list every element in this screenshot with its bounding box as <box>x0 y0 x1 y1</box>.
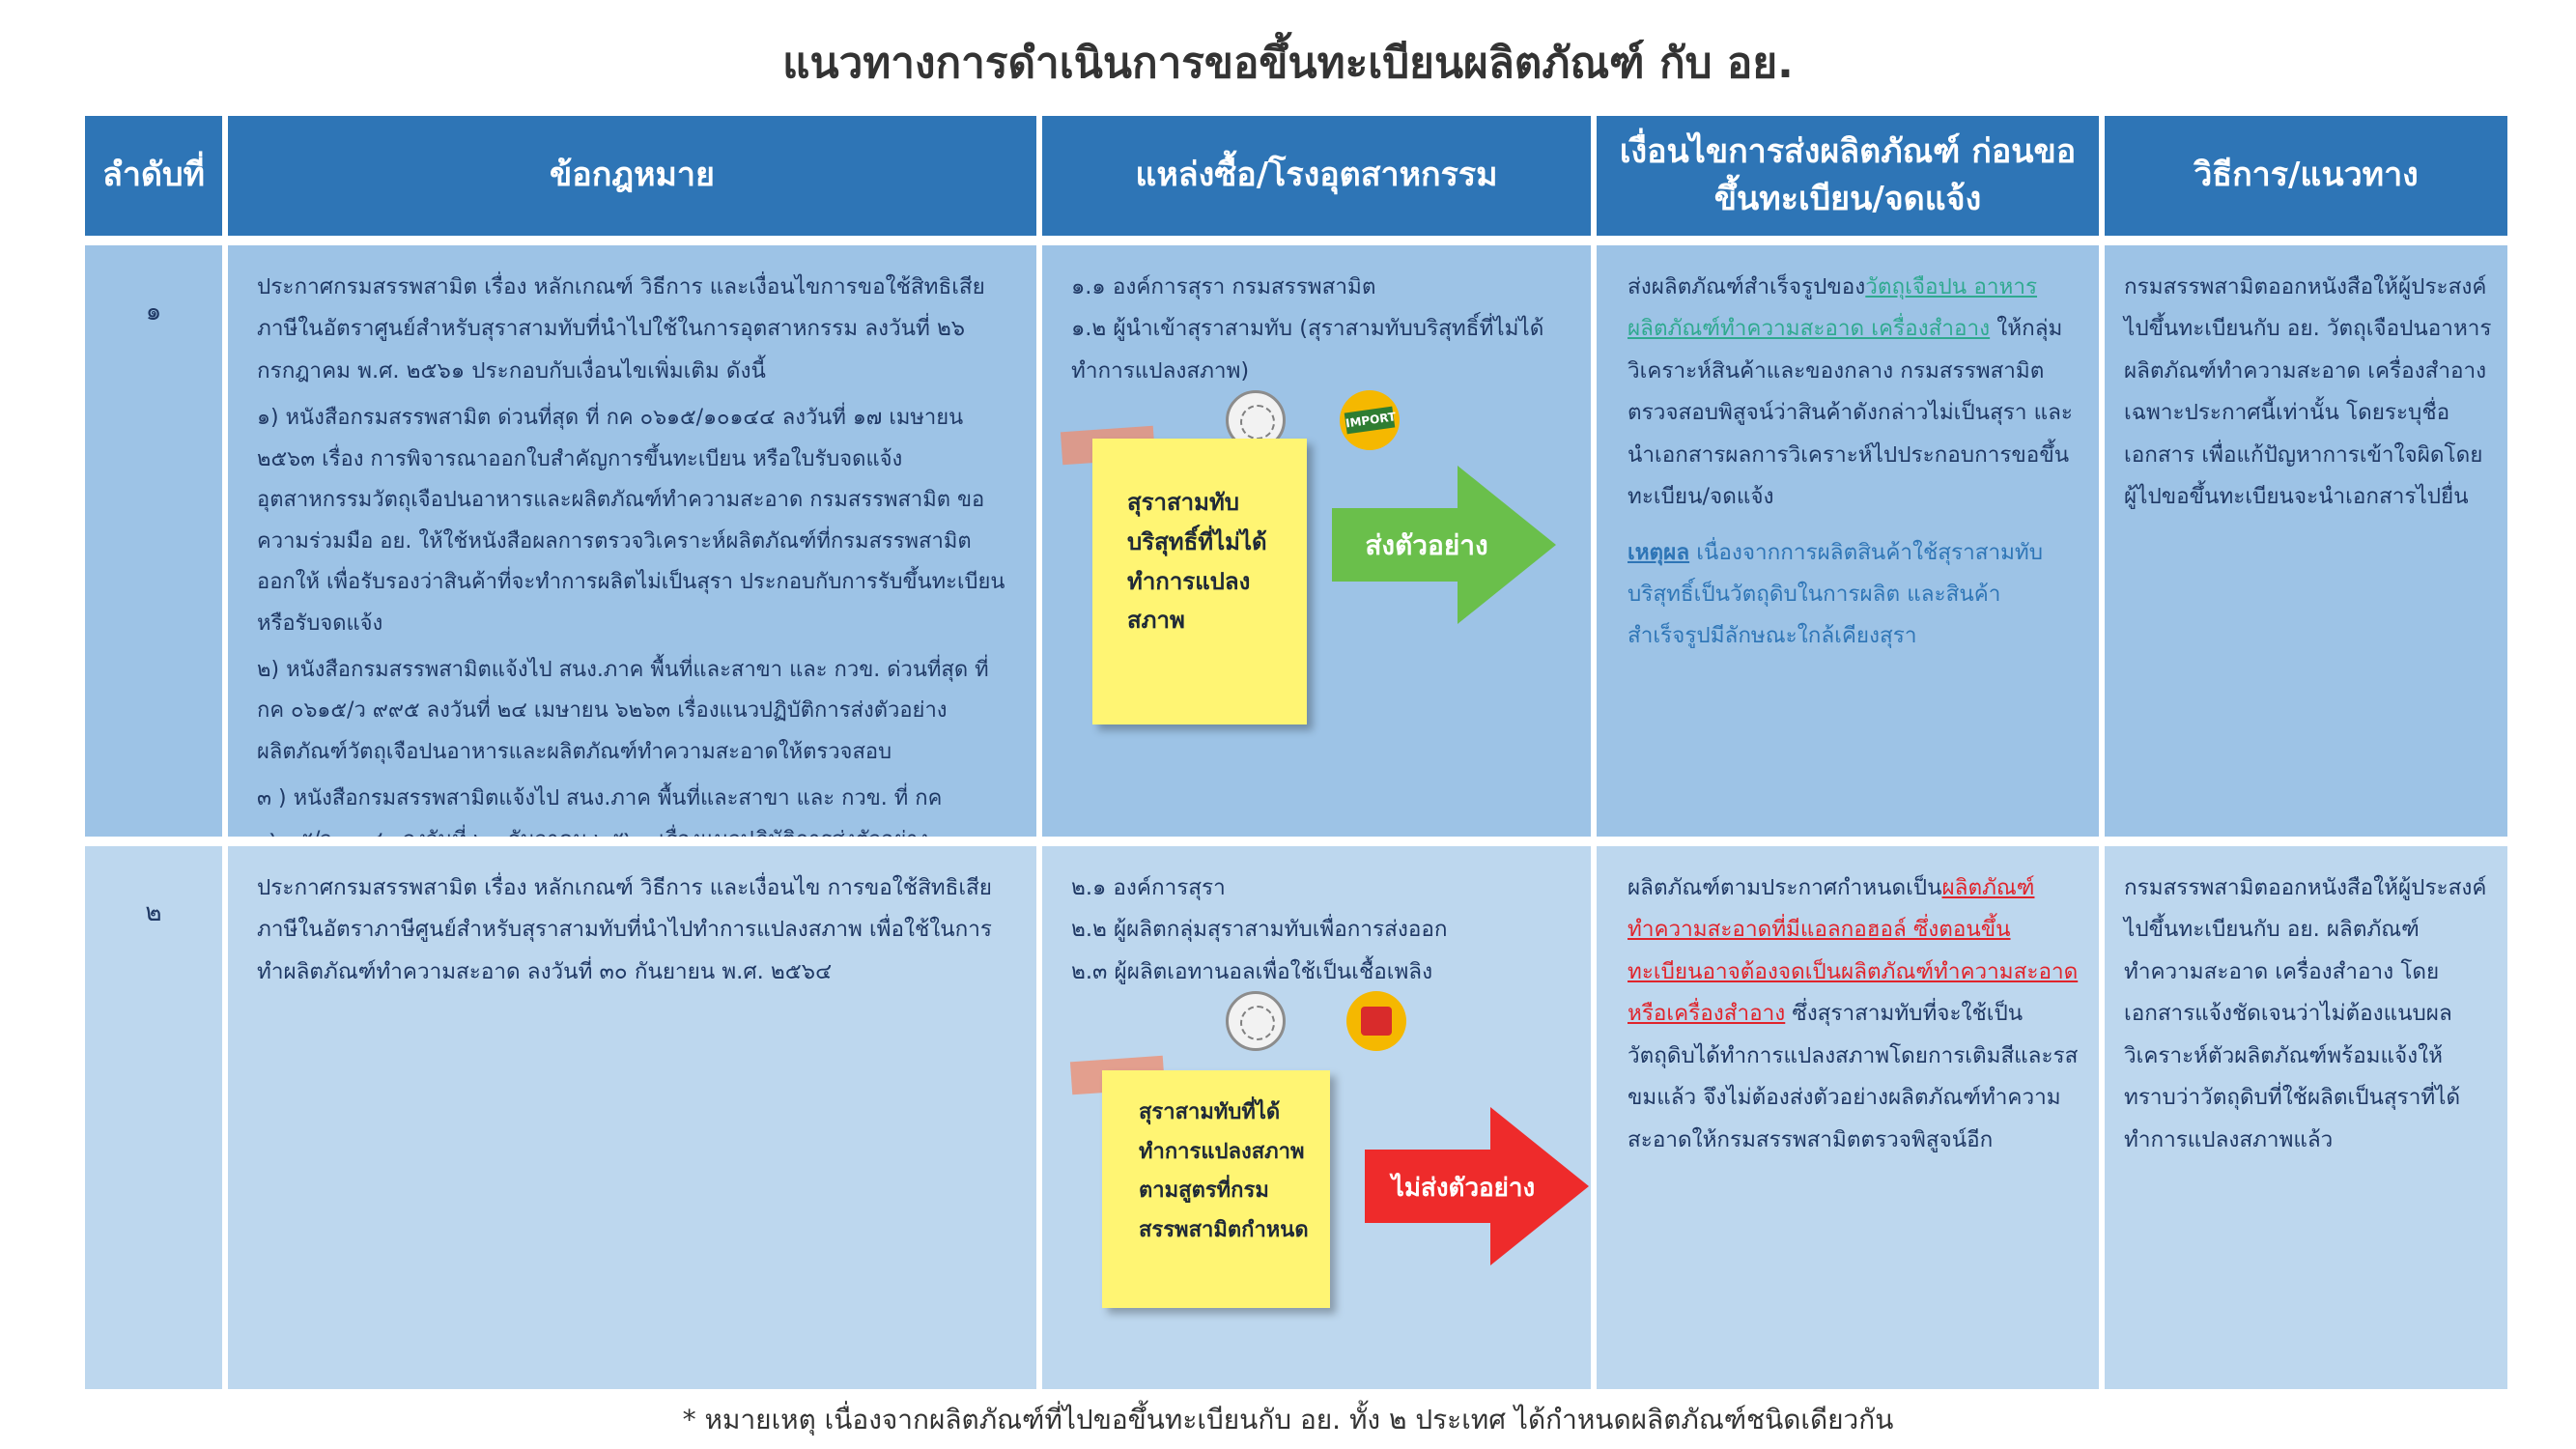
row1-source: ๑.๑ องค์การสุรา กรมสรรพสามิต ๑.๒ ผู้นำเข… <box>1042 245 1591 837</box>
no-sample-label: ไม่ส่งตัวอย่าง <box>1389 1172 1535 1203</box>
row1-source-line2: ๑.๒ ผู้นำเข้าสุราสามทับ (สุราสามทับบริสุ… <box>1071 316 1544 384</box>
row2-condition-link: ผลิตภัณฑ์ทำความสะอาดที่มีแอลกอฮอล์ ซึ่งต… <box>1628 875 2079 1027</box>
header-number: ลำดับที่ <box>85 116 222 236</box>
row2-source: ๒.๑ องค์การสุรา ๒.๒ ผู้ผลิตกลุ่มสุราสามท… <box>1042 846 1591 1389</box>
guideline-table: ลำดับที่ ข้อกฎหมาย แหล่งซื้อ/โรงอุตสาหกร… <box>85 116 2507 1389</box>
import-badge-label: IMPORT <box>1344 406 1397 435</box>
row1-reason: เหตุผล เนื่องจากการผลิตสินค้าใช้สุราสามท… <box>1628 532 2081 658</box>
header-law: ข้อกฎหมาย <box>228 116 1036 236</box>
send-arrow-shape <box>1332 466 1556 624</box>
row2-condition-post: ซึ่งสุราสามทับที่จะใช้เป็นวัตถุดิบได้ทำก… <box>1628 1001 2079 1152</box>
row1-law-item1: ๑) หนังสือกรมสรรพสามิต ด่วนที่สุด ที่ กค… <box>257 406 1005 636</box>
row2-method: กรมสรรพสามิตออกหนังสือให้ผู้ประสงค์ไปขึ้… <box>2105 846 2507 1389</box>
send-sample-label: ส่งตัวอย่าง <box>1365 529 1487 561</box>
row1-condition-pre: ส่งผลิตภัณฑ์สำเร็จรูปของ <box>1628 274 1866 299</box>
row2-law-main: ประกาศกรมสรรพสามิต เรื่อง หลักเกณฑ์ วิธี… <box>257 875 992 984</box>
row1-condition: ส่งผลิตภัณฑ์สำเร็จรูปของวัตถุเจือปน อาหา… <box>1597 245 2099 837</box>
row2-number: ๒ <box>85 846 222 1389</box>
row2-condition-text: ผลิตภัณฑ์ตามประกาศกำหนดเป็นผลิตภัณฑ์ทำคว… <box>1628 867 2081 1161</box>
row1-law-item2: ๒) หนังสือกรมสรรพสามิตแจ้งไป สนง.ภาค พื้… <box>257 657 989 764</box>
row1-number: ๑ <box>85 245 222 837</box>
page-title: แนวทางการดำเนินการขอขึ้นทะเบียนผลิตภัณฑ์… <box>782 39 1794 88</box>
row1-law-item3: ๓ ) หนังสือกรมสรรพสามิตแจ้งไป สนง.ภาค พื… <box>257 786 943 837</box>
sticky-note-row2: สุราสามทับที่ได้ทำการแปลงสภาพตามสูตรที่ก… <box>1102 1070 1330 1308</box>
row1-method-text: กรมสรรพสามิตออกหนังสือให้ผู้ประสงค์ไปขึ้… <box>2124 274 2492 510</box>
row1-condition-link: วัตถุเจือปน อาหาร ผลิตภัณฑ์ทำความสะอาด เ… <box>1628 274 2038 342</box>
import-badge-icon: IMPORT <box>1340 390 1400 450</box>
no-sample-arrow-shape <box>1365 1107 1589 1265</box>
send-sample-arrow-icon: ส่งตัวอย่าง <box>1332 466 1556 624</box>
row2-source-line1: ๒.๑ องค์การสุรา <box>1071 875 1226 900</box>
row2-source-line3: ๒.๓ ผู้ผลิตเอทานอลเพื่อใช้เป็นเชื้อเพลิง <box>1071 958 1433 984</box>
sticky-note-row1: สุราสามทับบริสุทธิ์ที่ไม่ได้ทำการแปลงสภา… <box>1092 439 1307 724</box>
row1-law: ประกาศกรมสรรพสามิต เรื่อง หลักเกณฑ์ วิธี… <box>228 245 1036 837</box>
row1-law-main: ประกาศกรมสรรพสามิต เรื่อง หลักเกณฑ์ วิธี… <box>257 274 985 384</box>
row2-source-line2: ๒.๒ ผู้ผลิตกลุ่มสุราสามทับเพื่อการส่งออก <box>1071 917 1448 943</box>
row1-condition-post: ให้กลุ่มวิเคราะห์สินค้าและของกลาง กรมสรร… <box>1628 316 2073 510</box>
footnote: * หมายเหตุ เนื่องจากผลิตภัณฑ์ที่ไปขอขึ้น… <box>682 1404 1894 1435</box>
excise-seal-icon <box>1226 991 1286 1051</box>
no-sample-arrow-icon: ไม่ส่งตัวอย่าง <box>1365 1107 1589 1265</box>
row2-condition-pre: ผลิตภัณฑ์ตามประกาศกำหนดเป็น <box>1628 875 1942 900</box>
sticky-note-text: สุราสามทับที่ได้ทำการแปลงสภาพตามสูตรที่ก… <box>1139 1100 1309 1243</box>
row1-reason-label: เหตุผล <box>1628 539 1690 565</box>
header-method: วิธีการ/แนวทาง <box>2105 116 2507 236</box>
row2-method-text: กรมสรรพสามิตออกหนังสือให้ผู้ประสงค์ไปขึ้… <box>2124 875 2487 1152</box>
header-source: แหล่งซื้อ/โรงอุตสาหกรรม <box>1042 116 1591 236</box>
row1-reason-text: เนื่องจากการผลิตสินค้าใช้สุราสามทับบริสุ… <box>1628 539 2044 649</box>
fuel-tank-badge-icon <box>1346 991 1406 1051</box>
header-condition: เงื่อนไขการส่งผลิตภัณฑ์ ก่อนขอขึ้นทะเบีย… <box>1597 116 2099 236</box>
row2-condition: ผลิตภัณฑ์ตามประกาศกำหนดเป็นผลิตภัณฑ์ทำคว… <box>1597 846 2099 1389</box>
row2-law: ประกาศกรมสรรพสามิต เรื่อง หลักเกณฑ์ วิธี… <box>228 846 1036 1389</box>
row1-condition-text: ส่งผลิตภัณฑ์สำเร็จรูปของวัตถุเจือปน อาหา… <box>1628 267 2081 519</box>
row1-method: กรมสรรพสามิตออกหนังสือให้ผู้ประสงค์ไปขึ้… <box>2105 245 2507 837</box>
row1-source-line1: ๑.๑ องค์การสุรา กรมสรรพสามิต <box>1071 274 1376 299</box>
sticky-note-text: สุราสามทับบริสุทธิ์ที่ไม่ได้ทำการแปลงสภา… <box>1127 489 1267 635</box>
